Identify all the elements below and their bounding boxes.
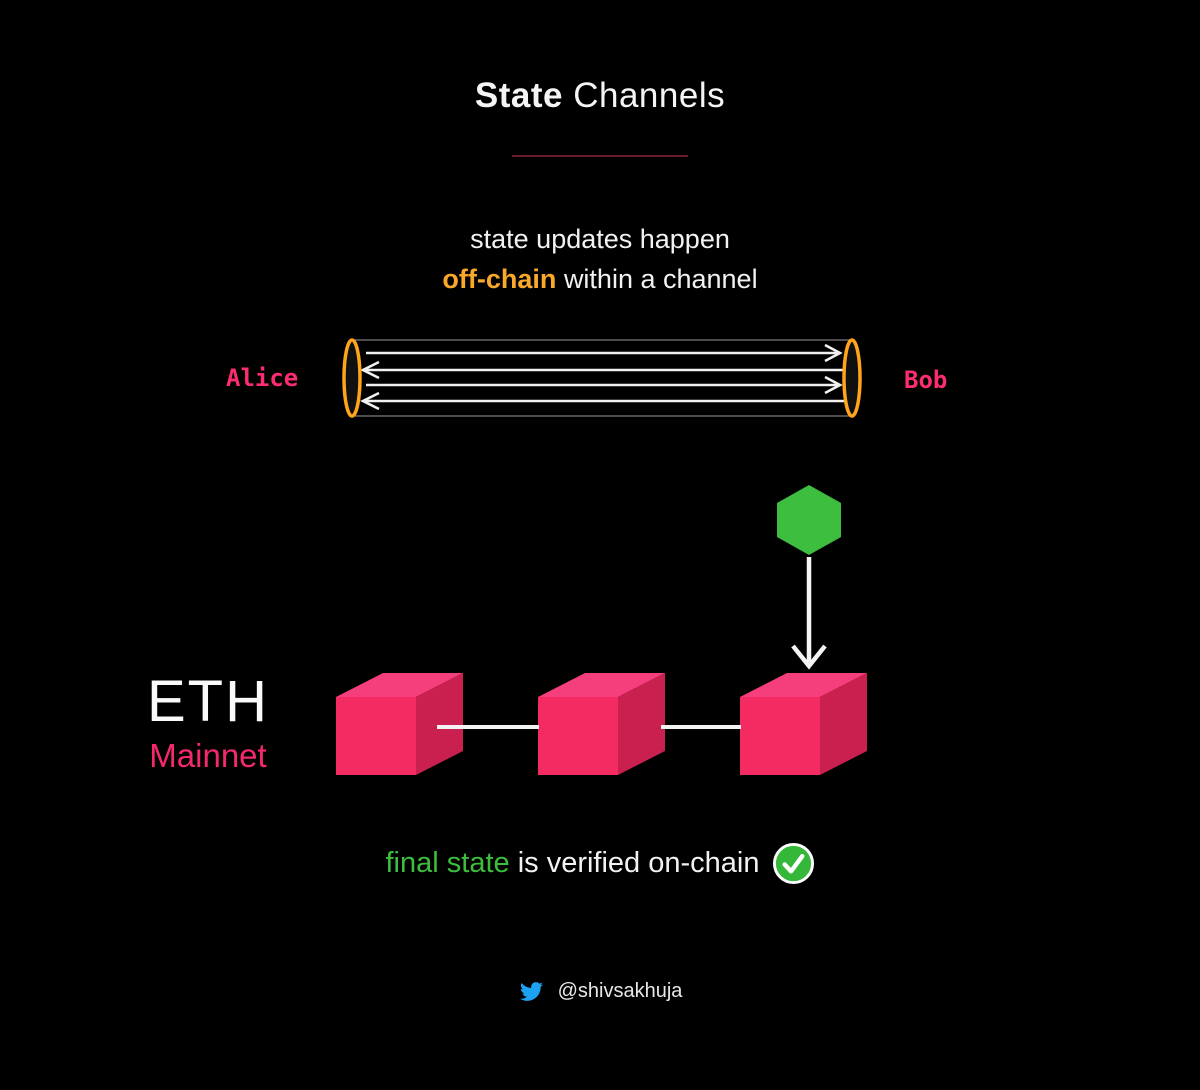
block-3 [740, 673, 867, 775]
block-3-side [820, 673, 867, 775]
block-2-side [618, 673, 665, 775]
twitter-icon [519, 982, 543, 1001]
block-2-front [538, 697, 618, 775]
network-subtitle: Mainnet [149, 737, 267, 774]
subtitle-line2: off-chain within a channel [0, 259, 1200, 299]
block-3-front [740, 697, 820, 775]
caption-text: final state is verified on-chain [386, 847, 760, 880]
page-title-emphasis: State [474, 76, 563, 115]
block-2-top [538, 673, 665, 697]
caption-highlight: final state [385, 847, 510, 879]
network-name: ETH [147, 669, 269, 734]
network-label: ETH Mainnet [118, 672, 298, 774]
block-1-top [336, 673, 463, 697]
pending-block-hexagon [777, 485, 841, 555]
channel-party-bob: Bob [904, 366, 948, 394]
pending-state-group [777, 485, 841, 670]
channel-tube-outline [351, 339, 853, 417]
caption: final state is verified on-chain [0, 842, 1200, 885]
subtitle-line1: state updates happen [470, 224, 730, 254]
offchain-highlight: off-chain [442, 264, 557, 294]
channel-message-arrows [360, 343, 848, 411]
block-1-front [336, 697, 416, 775]
check-circle-icon [772, 842, 814, 885]
channel-party-alice: Alice [226, 364, 299, 392]
arrow-left-2-icon [360, 391, 845, 411]
title-divider [512, 155, 688, 157]
footer-handle: @shivsakhuja [557, 980, 683, 1002]
block-1 [336, 673, 463, 775]
arrow-left-1-icon [360, 360, 848, 380]
block-1-side [416, 673, 463, 775]
page-title-rest: Channels [573, 76, 726, 115]
arrow-right-1-icon [366, 343, 843, 363]
arrow-right-2-icon [366, 375, 843, 395]
blockchain-blocks [336, 673, 867, 775]
channel-endpoint-left [342, 338, 362, 418]
block-2 [538, 673, 665, 775]
footer: @shivsakhuja [0, 980, 1200, 1003]
block-3-top [740, 673, 867, 697]
subtitle: state updates happen off-chain within a … [0, 219, 1200, 299]
arrow-down-icon [791, 557, 827, 670]
state-channel-tube [342, 338, 862, 418]
caption-rest: is verified on-chain [517, 847, 760, 879]
channel-endpoint-right [842, 338, 862, 418]
page-title: State Channels [0, 76, 1200, 116]
subtitle-line2-rest: within a channel [563, 264, 758, 294]
